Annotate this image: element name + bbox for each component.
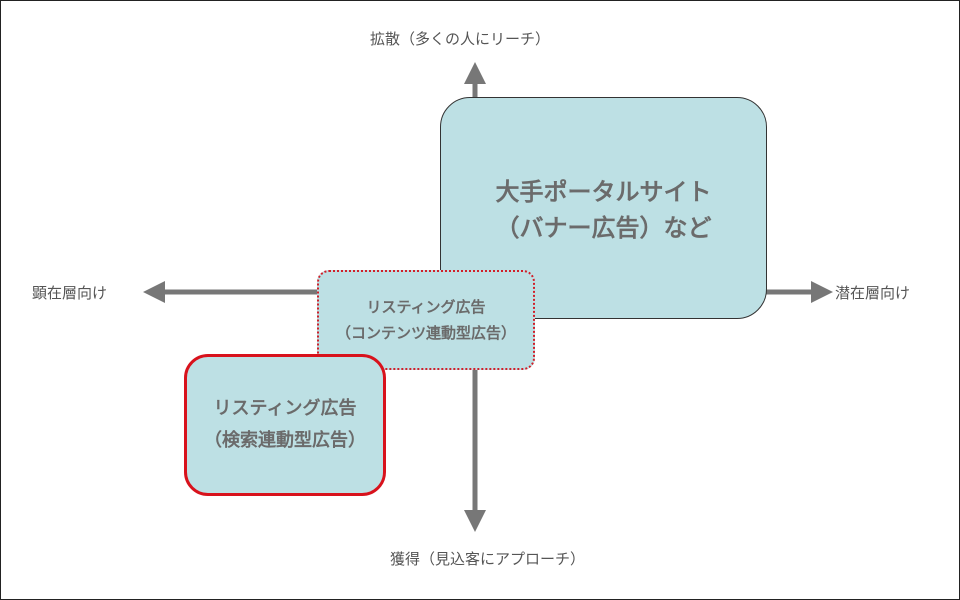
axis-left-label: 顕在層向け: [32, 284, 108, 302]
down-arrow-icon: [464, 510, 486, 532]
axis-top-label: 拡散（多くの人にリーチ）: [370, 30, 551, 48]
content-listing-box: リスティング広告 （コンテンツ連動型広告）: [317, 270, 535, 370]
portal-site-subtitle: （バナー広告）など: [495, 214, 712, 242]
search-listing-subtitle: （検索連動型広告）: [204, 430, 366, 451]
search-listing-title: リスティング広告: [213, 398, 357, 419]
content-listing-subtitle: （コンテンツ連動型広告）: [335, 324, 516, 342]
search-listing-box: リスティング広告 （検索連動型広告）: [184, 354, 386, 496]
axis-bottom-label: 獲得（見込客にアプローチ）: [390, 550, 586, 568]
content-listing-title: リスティング広告: [366, 298, 486, 316]
up-arrow-icon: [464, 62, 486, 84]
portal-site-box: 大手ポータルサイト （バナー広告）など: [440, 97, 767, 319]
axis-right-label: 潜在層向け: [835, 284, 911, 302]
left-arrow-icon: [143, 281, 165, 303]
portal-site-title: 大手ポータルサイト: [495, 178, 712, 206]
right-arrow-icon: [811, 281, 833, 303]
